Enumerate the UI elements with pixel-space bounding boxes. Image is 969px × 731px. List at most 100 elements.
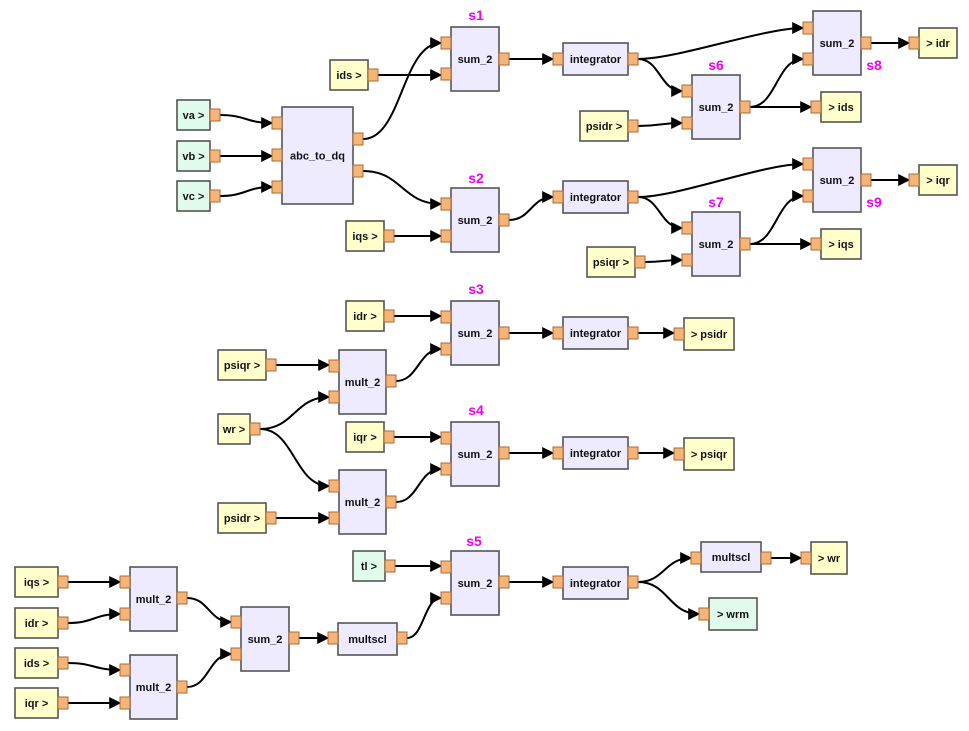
s10-out-port-0[interactable] — [288, 631, 300, 645]
abc-in-port-2[interactable] — [271, 180, 283, 194]
s9-in-port-0[interactable] — [802, 157, 814, 171]
psidr_a-out-port-0[interactable] — [627, 119, 639, 133]
s10-block[interactable]: sum_2 — [230, 606, 300, 672]
s3-in-port-0[interactable] — [440, 310, 452, 324]
m3-in-port-1[interactable] — [119, 607, 131, 621]
s1-block[interactable]: sum_2 — [440, 26, 510, 92]
s3-out-port-0[interactable] — [498, 326, 510, 340]
ids_a-input-block[interactable]: ids > — [329, 59, 379, 91]
psiqr_a-out-port-0[interactable] — [634, 255, 646, 269]
s10-in-port-0[interactable] — [230, 615, 242, 629]
s7-block[interactable]: sum_2 — [681, 211, 751, 277]
psidr_b-input-block[interactable]: psidr > — [217, 502, 277, 534]
ids_a-out-port-0[interactable] — [367, 68, 379, 82]
out_iqr-output-block[interactable]: > iqr — [908, 164, 958, 196]
int5-in-port-0[interactable] — [552, 575, 564, 589]
m1-in-port-0[interactable] — [328, 359, 340, 373]
idr_c-out-port-0[interactable] — [57, 616, 69, 630]
s5-in-port-0[interactable] — [440, 560, 452, 574]
int2-out-port-0[interactable] — [627, 190, 639, 204]
int1-out-port-0[interactable] — [627, 52, 639, 66]
vb-out-port-0[interactable] — [209, 149, 221, 163]
m4-in-port-0[interactable] — [119, 663, 131, 677]
msc2-out-port-0[interactable] — [760, 551, 772, 565]
vc-out-port-0[interactable] — [209, 189, 221, 203]
s10-in-port-1[interactable] — [230, 647, 242, 661]
msc1-block[interactable]: multscl — [327, 622, 408, 656]
idr_b-input-block[interactable]: idr > — [345, 300, 395, 332]
iqr_b-out-port-0[interactable] — [383, 430, 395, 444]
s4-out-port-0[interactable] — [498, 446, 510, 460]
m2-out-port-0[interactable] — [385, 495, 397, 509]
int4-out-port-0[interactable] — [627, 446, 639, 460]
msc1-in-port-0[interactable] — [327, 631, 339, 645]
tl-out-port-0[interactable] — [384, 559, 396, 573]
idr_b-out-port-0[interactable] — [383, 309, 395, 323]
m3-out-port-0[interactable] — [176, 591, 188, 605]
m3-block[interactable]: mult_2 — [119, 566, 188, 632]
iqs_a-out-port-0[interactable] — [383, 229, 395, 243]
int5-out-port-0[interactable] — [627, 575, 639, 589]
out_ids-in-port-0[interactable] — [810, 100, 822, 114]
out_wrm-output-block[interactable]: > wrm — [698, 597, 758, 631]
msc1-out-port-0[interactable] — [396, 631, 408, 645]
s1-in-port-1[interactable] — [440, 67, 452, 81]
psidr_a-input-block[interactable]: psidr > — [579, 110, 639, 142]
s9-block[interactable]: sum_2 — [802, 147, 872, 213]
m1-out-port-0[interactable] — [385, 374, 397, 388]
s1-in-port-0[interactable] — [440, 36, 452, 50]
s3-in-port-1[interactable] — [440, 342, 452, 356]
psiqr_b-out-port-0[interactable] — [265, 358, 277, 372]
out_idr-output-block[interactable]: > idr — [908, 27, 958, 59]
out_iqs-in-port-0[interactable] — [810, 237, 822, 251]
wr-out-port-0[interactable] — [249, 422, 261, 436]
va-out-port-0[interactable] — [209, 108, 221, 122]
iqr_c-input-block[interactable]: iqr > — [14, 687, 69, 719]
s5-out-port-0[interactable] — [498, 575, 510, 589]
s4-in-port-1[interactable] — [440, 462, 452, 476]
va-input-block[interactable]: va > — [176, 99, 221, 131]
m2-in-port-1[interactable] — [328, 511, 340, 525]
out_psiqr-in-port-0[interactable] — [673, 447, 685, 461]
out_wrm-in-port-0[interactable] — [698, 607, 710, 621]
int2-block[interactable]: integrator — [552, 180, 639, 214]
s8-block[interactable]: sum_2 — [802, 10, 872, 76]
out_psiqr-output-block[interactable]: > psiqr — [673, 437, 735, 471]
int3-out-port-0[interactable] — [627, 326, 639, 340]
s8-out-port-0[interactable] — [860, 36, 872, 50]
int1-in-port-0[interactable] — [552, 52, 564, 66]
s7-out-port-0[interactable] — [739, 237, 751, 251]
iqr_c-out-port-0[interactable] — [57, 696, 69, 710]
wr-input-block[interactable]: wr > — [217, 413, 261, 445]
s1-out-port-0[interactable] — [498, 52, 510, 66]
s6-out-port-0[interactable] — [739, 100, 751, 114]
iqs_c-input-block[interactable]: iqs > — [14, 566, 69, 598]
s5-in-port-1[interactable] — [440, 591, 452, 605]
m1-in-port-1[interactable] — [328, 390, 340, 404]
m4-out-port-0[interactable] — [176, 680, 188, 694]
psiqr_a-input-block[interactable]: psiqr > — [586, 246, 646, 278]
int2-in-port-0[interactable] — [552, 190, 564, 204]
int1-block[interactable]: integrator — [552, 42, 639, 76]
int4-in-port-0[interactable] — [552, 446, 564, 460]
msc2-in-port-0[interactable] — [690, 551, 702, 565]
s2-in-port-1[interactable] — [440, 229, 452, 243]
s2-block[interactable]: sum_2 — [440, 187, 510, 253]
iqr_b-input-block[interactable]: iqr > — [345, 421, 395, 453]
abc-in-port-0[interactable] — [271, 116, 283, 130]
out_iqs-output-block[interactable]: > iqs — [810, 228, 862, 260]
out_wr-in-port-0[interactable] — [800, 551, 812, 565]
int3-in-port-0[interactable] — [552, 326, 564, 340]
ids_c-input-block[interactable]: ids > — [14, 647, 69, 679]
s4-in-port-0[interactable] — [440, 431, 452, 445]
m4-block[interactable]: mult_2 — [119, 654, 188, 720]
abc-in-port-1[interactable] — [271, 148, 283, 162]
iqs_c-out-port-0[interactable] — [57, 575, 69, 589]
out_iqr-in-port-0[interactable] — [908, 173, 920, 187]
abc-out-port-1[interactable] — [352, 164, 364, 178]
out_idr-in-port-0[interactable] — [908, 36, 920, 50]
s8-in-port-0[interactable] — [802, 21, 814, 35]
m4-in-port-1[interactable] — [119, 696, 131, 710]
m1-block[interactable]: mult_2 — [328, 349, 397, 415]
psidr_b-out-port-0[interactable] — [265, 511, 277, 525]
